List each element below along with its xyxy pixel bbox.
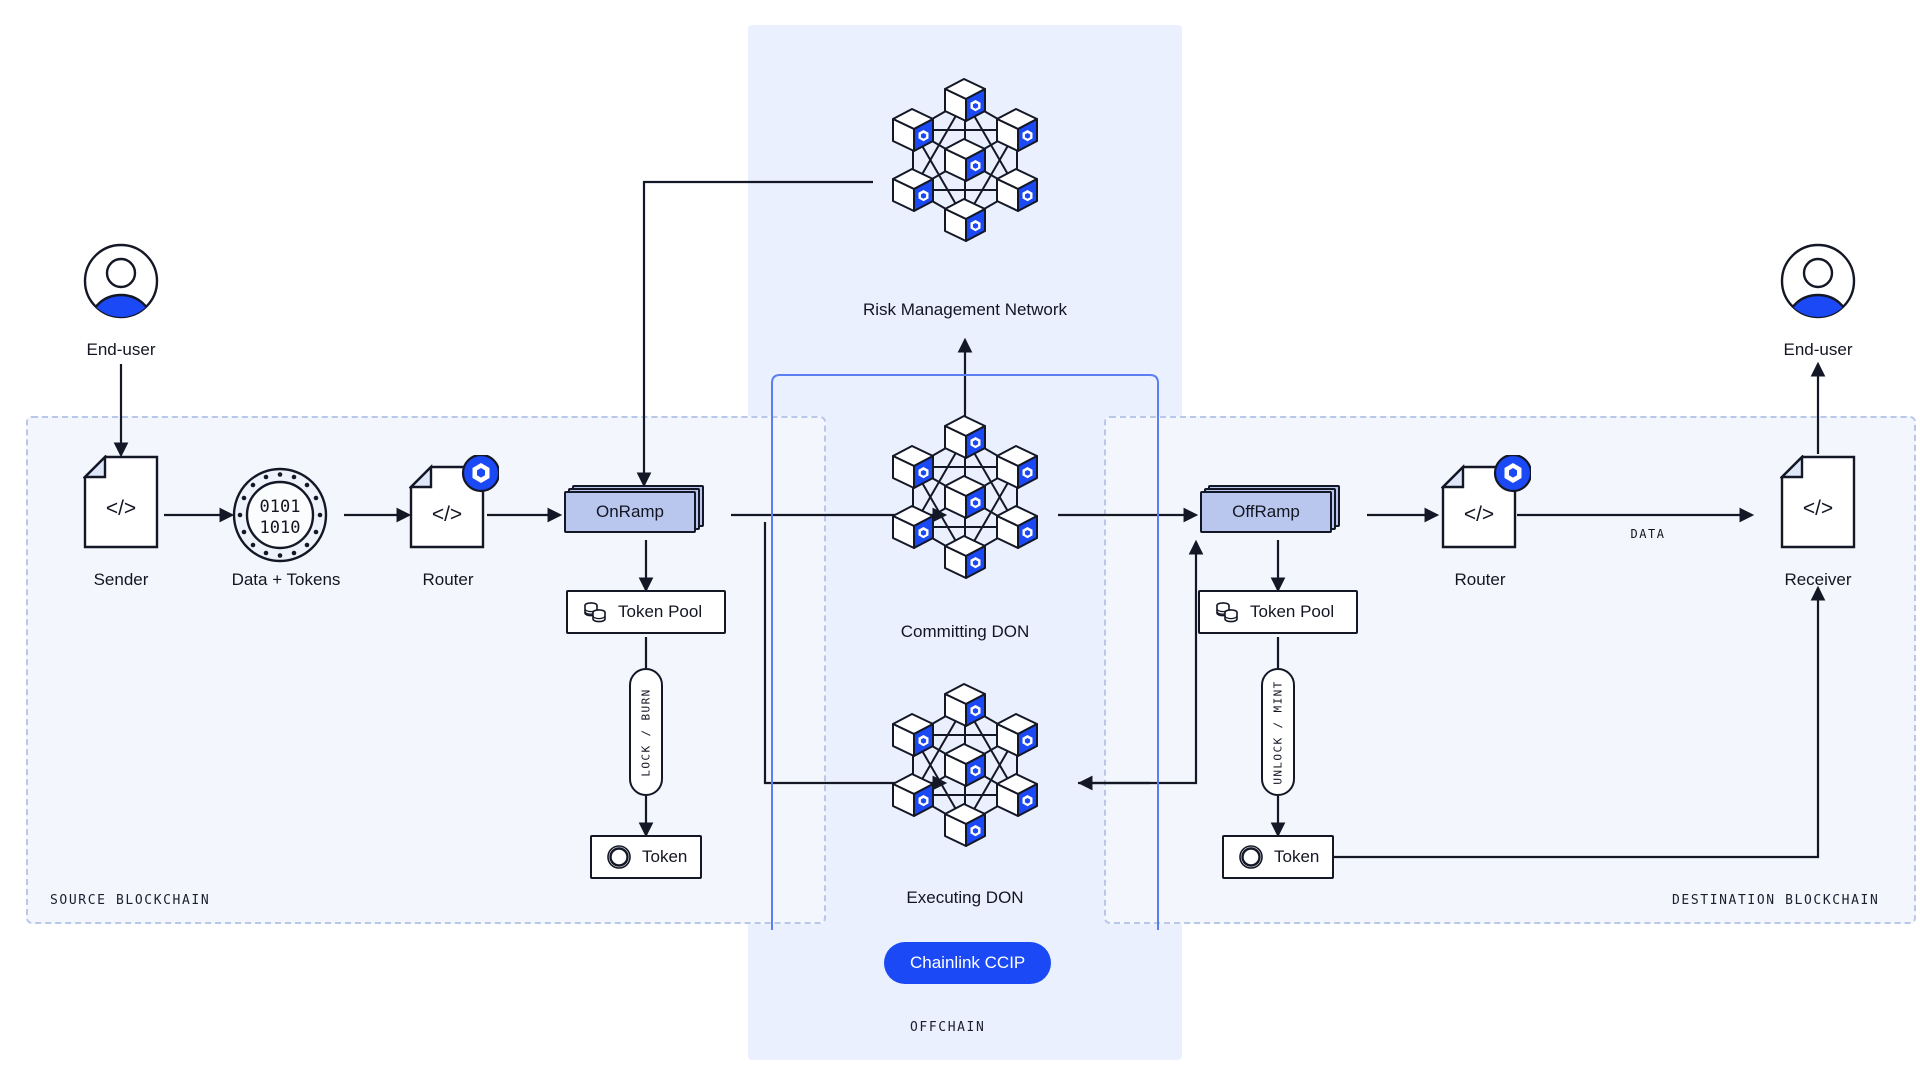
offchain-label: OFFCHAIN [910,1020,986,1035]
data-tokens-label: Data + Tokens [231,570,341,589]
coins-icon [584,602,606,623]
lock-burn-label: LOCK / BURN [639,687,653,777]
onramp-node[interactable]: OnRamp [564,485,704,533]
source-blockchain-label: SOURCE BLOCKCHAIN [50,893,211,908]
token-ring-icon [1239,845,1263,869]
svg-text:</>: </> [1464,503,1494,526]
source-token-node[interactable]: Token [590,835,702,879]
committing-don-label: Committing DON [900,622,1030,641]
chainlink-ccip-label: Chainlink CCIP [910,953,1026,972]
source-token-pool-node[interactable]: Token Pool [566,590,726,634]
destination-token-pool-node[interactable]: Token Pool [1198,590,1358,634]
source-token-pool-label: Token Pool [618,602,703,621]
executing-don-cluster [885,680,1045,850]
svg-text:</>: </> [432,503,462,526]
receiver-label: Receiver [1784,570,1852,589]
risk-management-network-cluster [885,75,1045,245]
receiver-node[interactable]: </> [1779,454,1856,549]
destination-router-label: Router [1454,570,1506,589]
unlock-mint-capsule: UNLOCK / MINT [1261,668,1295,796]
chainlink-ccip-pill[interactable]: Chainlink CCIP [884,942,1052,984]
destination-token-node[interactable]: Token [1222,835,1334,879]
destination-token-pool-label: Token Pool [1250,602,1335,621]
offramp-layer-front: OffRamp [1200,491,1332,533]
onramp-layer-front: OnRamp [564,491,696,533]
risk-management-network-label: Risk Management Network [862,300,1068,319]
source-token-label: Token [642,847,688,866]
source-router-node[interactable]: </> [408,453,501,549]
svg-text:1010: 1010 [260,518,301,538]
destination-end-user-avatar [1780,243,1856,319]
unlock-mint-label: UNLOCK / MINT [1271,679,1285,785]
data-tokens-node: 0101 1010 [232,467,328,563]
sender-label: Sender [93,570,149,589]
committing-don-cluster [885,412,1045,582]
svg-text:</>: </> [1803,497,1833,520]
data-edge-label: DATA [1630,527,1666,541]
source-router-label: Router [422,570,474,589]
destination-router-node[interactable]: </> [1440,453,1533,549]
offramp-node[interactable]: OffRamp [1200,485,1340,533]
destination-blockchain-label: DESTINATION BLOCKCHAIN [1672,893,1880,908]
lock-burn-capsule: LOCK / BURN [629,668,663,796]
svg-text:0101: 0101 [260,497,301,517]
coins-icon [1216,602,1238,623]
destination-token-label: Token [1274,847,1320,866]
svg-text:</>: </> [106,497,136,520]
onramp-label: OnRamp [595,502,665,521]
source-end-user-label: End-user [86,340,156,359]
executing-don-label: Executing DON [906,888,1024,907]
offramp-label: OffRamp [1232,502,1300,521]
destination-end-user-label: End-user [1783,340,1853,359]
source-end-user-avatar [83,243,159,319]
token-ring-icon [607,845,631,869]
sender-node[interactable]: </> [82,454,159,549]
